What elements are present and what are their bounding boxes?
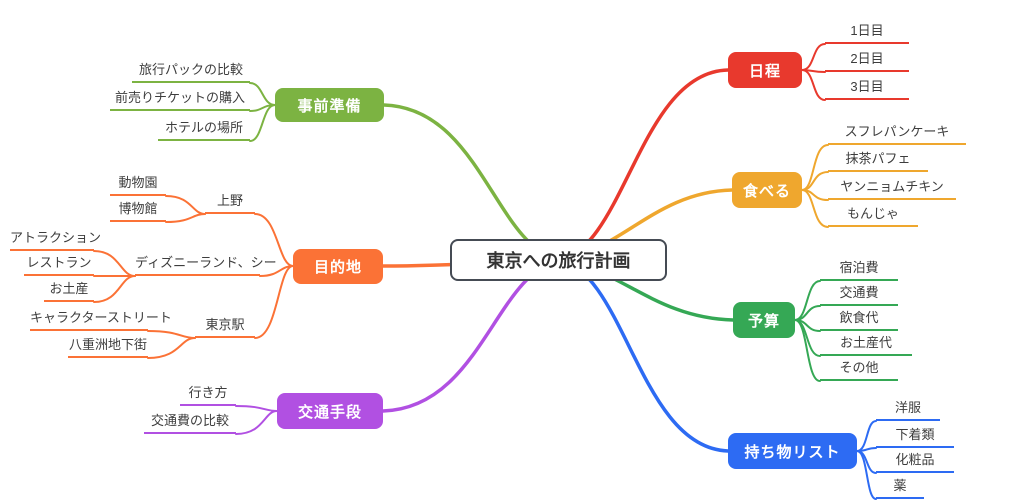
leaf-node[interactable]: 交通費の比較: [144, 412, 236, 434]
branch-budget[interactable]: 予算: [733, 302, 795, 338]
leaf-node[interactable]: ヤンニョムチキン: [828, 178, 956, 200]
leaf-node[interactable]: 博物館: [110, 200, 166, 222]
leaf-node[interactable]: レストラン: [24, 254, 94, 276]
leaf-node[interactable]: 洋服: [876, 399, 940, 421]
leaf-node[interactable]: 交通費: [820, 284, 898, 306]
leaf-node[interactable]: お土産代: [820, 334, 912, 356]
subtopic-node[interactable]: 上野: [205, 192, 255, 214]
leaf-node[interactable]: 2日目: [825, 50, 909, 72]
leaf-node[interactable]: 1日目: [825, 22, 909, 44]
branch-food[interactable]: 食べる: [732, 172, 802, 208]
leaf-node[interactable]: 化粧品: [876, 451, 954, 473]
leaf-node[interactable]: 薬: [876, 477, 924, 499]
leaf-node[interactable]: スフレパンケーキ: [828, 123, 966, 145]
leaf-node[interactable]: 飲食代: [820, 309, 898, 331]
subtopic-node[interactable]: 東京駅: [195, 316, 255, 338]
leaf-node[interactable]: 八重洲地下街: [68, 336, 148, 358]
leaf-node[interactable]: アトラクション: [10, 229, 101, 251]
leaf-node[interactable]: 3日目: [825, 78, 909, 100]
leaf-node[interactable]: 下着類: [876, 426, 954, 448]
leaf-node[interactable]: 宿泊費: [820, 259, 898, 281]
branch-packing[interactable]: 持ち物リスト: [728, 433, 857, 469]
leaf-node[interactable]: 旅行パックの比較: [132, 61, 250, 83]
leaf-node[interactable]: 行き方: [180, 384, 236, 406]
leaf-node[interactable]: 前売りチケットの購入: [110, 89, 250, 111]
branch-destination[interactable]: 目的地: [293, 249, 383, 284]
leaf-node[interactable]: お土産: [44, 280, 94, 302]
branch-transport[interactable]: 交通手段: [277, 393, 383, 429]
branch-preparation[interactable]: 事前準備: [275, 88, 384, 122]
branch-schedule[interactable]: 日程: [728, 52, 802, 88]
leaf-node[interactable]: その他: [820, 359, 898, 381]
leaf-node[interactable]: 抹茶パフェ: [828, 150, 928, 172]
subtopic-node[interactable]: ディズニーランド、シー: [135, 254, 277, 276]
leaf-node[interactable]: ホテルの場所: [158, 119, 250, 141]
leaf-node[interactable]: キャラクターストリート: [30, 309, 172, 331]
leaf-node[interactable]: 動物園: [110, 174, 166, 196]
center-topic[interactable]: 東京への旅行計画: [450, 239, 667, 281]
leaf-node[interactable]: もんじゃ: [828, 205, 918, 227]
